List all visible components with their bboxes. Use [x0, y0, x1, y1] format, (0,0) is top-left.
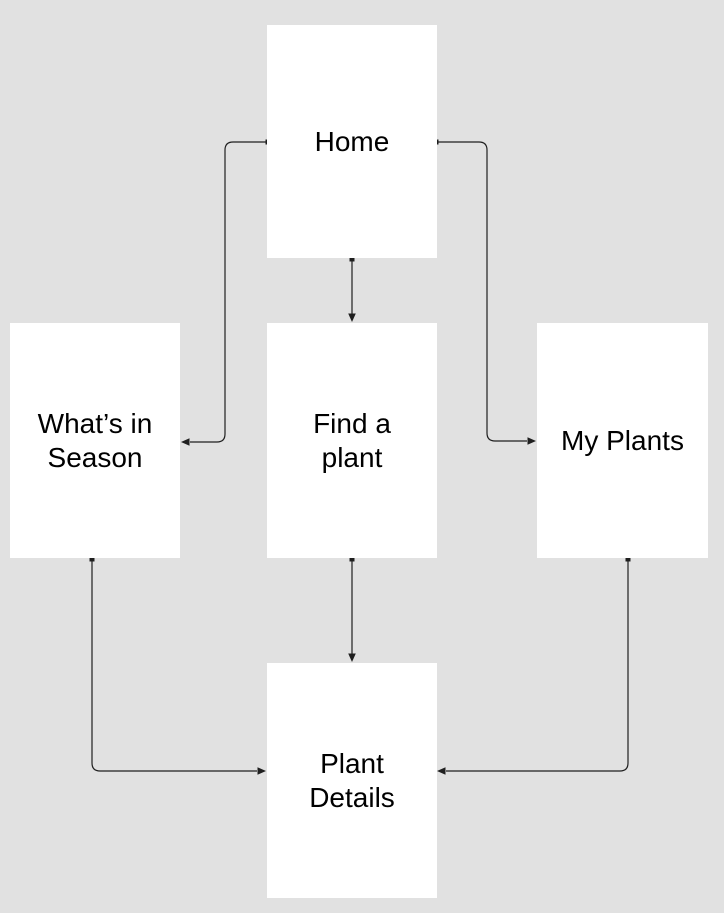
edge-my-plants-to-plant-details [437, 556, 631, 775]
node-home-label: Home [314, 125, 390, 157]
node-find-a-plant[interactable]: Find a plant [267, 323, 437, 558]
node-whats-in-season[interactable]: What’s in Season [10, 323, 180, 558]
node-my-plants-label: My Plants [561, 424, 684, 456]
node-plant-details-label: Plant Details [309, 747, 395, 813]
edge-whats-in-season-to-plant-details [89, 556, 266, 775]
arrowhead-right-icon [257, 767, 266, 775]
arrowhead-right-icon [527, 437, 536, 445]
node-my-plants[interactable]: My Plants [537, 323, 708, 558]
edge-home-to-my-plants [433, 139, 536, 445]
arrowhead-left-icon [181, 438, 190, 446]
edge-home-to-whats-in-season [181, 139, 271, 446]
edge-find-a-plant-to-plant-details [348, 556, 356, 662]
node-plant-details[interactable]: Plant Details [267, 663, 437, 898]
node-find-a-plant-label: Find a plant [313, 407, 391, 473]
node-home[interactable]: Home [267, 25, 437, 258]
arrowhead-down-icon [348, 313, 356, 322]
arrowhead-left-icon [437, 767, 446, 775]
arrowhead-down-icon [348, 653, 356, 662]
node-whats-in-season-label: What’s in Season [37, 407, 153, 473]
edge-home-to-find-a-plant [348, 256, 356, 322]
